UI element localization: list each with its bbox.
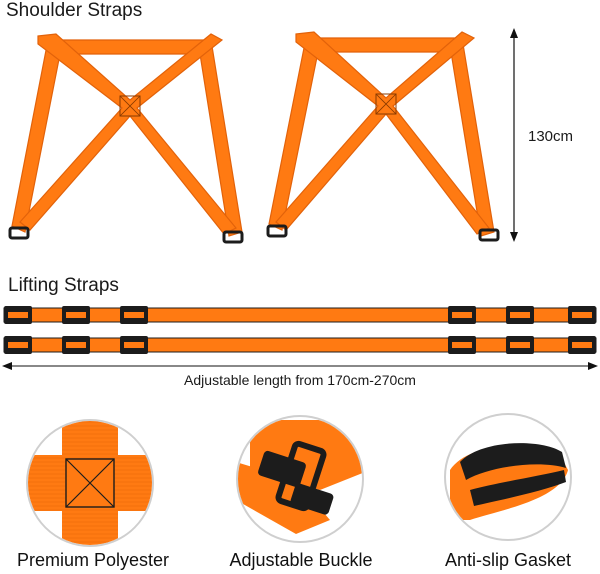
gasket-loop-closeup-icon (444, 413, 572, 541)
shoulder-straps-title: Shoulder Straps (6, 0, 143, 21)
lifting-length-label: Adjustable length from 170cm-270cm (184, 372, 416, 388)
shoulder-height-label: 130cm (528, 128, 574, 145)
lifting-strap-1 (3, 306, 597, 324)
lifting-strap-2 (3, 336, 597, 354)
shoulder-strap-1 (8, 33, 244, 244)
feature-label-adjustable-buckle: Adjustable Buckle (229, 550, 373, 570)
cross-stitch-closeup-icon (26, 419, 154, 547)
feature-label-premium-polyester: Premium Polyester (16, 550, 170, 570)
height-dimension-arrow (510, 28, 518, 242)
buckle-closeup-icon (236, 415, 364, 543)
length-dimension-arrow (2, 362, 598, 370)
lifting-straps-title: Lifting Straps (8, 275, 119, 296)
feature-label-anti-slip-gasket: Anti-slip Gasket (444, 550, 572, 570)
shoulder-strap-2 (266, 31, 500, 242)
